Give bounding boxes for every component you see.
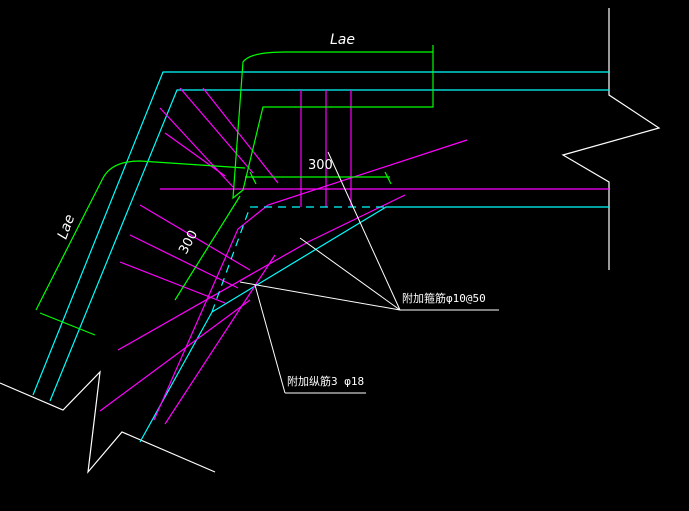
inner-left-rebar xyxy=(164,254,276,425)
leader-longitudinal xyxy=(254,284,286,394)
callout-longitudinal-label: 附加纵筋3 φ18 xyxy=(287,374,364,388)
leader-stirrup-3 xyxy=(239,281,401,311)
dim-tick-right xyxy=(384,171,392,185)
break-lines xyxy=(0,8,661,474)
leader-lines xyxy=(239,151,499,394)
stirrup-left-2 xyxy=(129,234,239,289)
dim-300-diagonal-label: 300 xyxy=(176,228,201,257)
anchor-bars xyxy=(35,45,434,336)
concrete-outline xyxy=(32,71,609,443)
dim-tick-left xyxy=(249,171,257,185)
bottom-left-break-line xyxy=(0,370,216,474)
leader-stirrup-2 xyxy=(299,237,401,311)
beam-bottom-edge xyxy=(139,206,609,443)
lae-left-dim-line xyxy=(39,312,96,336)
hidden-diagonal xyxy=(211,206,251,313)
stirrup-top-2 xyxy=(202,87,279,184)
anchor-bar-top xyxy=(232,45,434,200)
callout-stirrups-label: 附加箍筋φ10@50 xyxy=(402,291,486,305)
lae-left-label: Lae xyxy=(55,212,79,241)
top-reinforcement xyxy=(153,139,468,421)
stirrup-left-3 xyxy=(119,261,226,304)
dim-300-horizontal-label: 300 xyxy=(308,158,333,173)
stirrup-top-1 xyxy=(179,87,254,174)
beam-top-outer-edge xyxy=(32,71,609,396)
stirrup-top-4 xyxy=(164,132,226,177)
main-rebar xyxy=(99,87,609,425)
beam-top-inner-edge xyxy=(49,89,609,402)
hidden-lines xyxy=(211,206,386,313)
right-break-line xyxy=(561,8,661,270)
inner-bottom-rebar xyxy=(99,299,251,412)
dim-line-300-diagonal xyxy=(174,195,241,301)
bottom-reinforcement xyxy=(117,194,406,351)
leader-stirrup-1 xyxy=(327,151,401,311)
anchor-bar-left xyxy=(35,160,246,311)
lae-top-label: Lae xyxy=(330,32,355,48)
stirrup-top-3 xyxy=(159,107,234,188)
